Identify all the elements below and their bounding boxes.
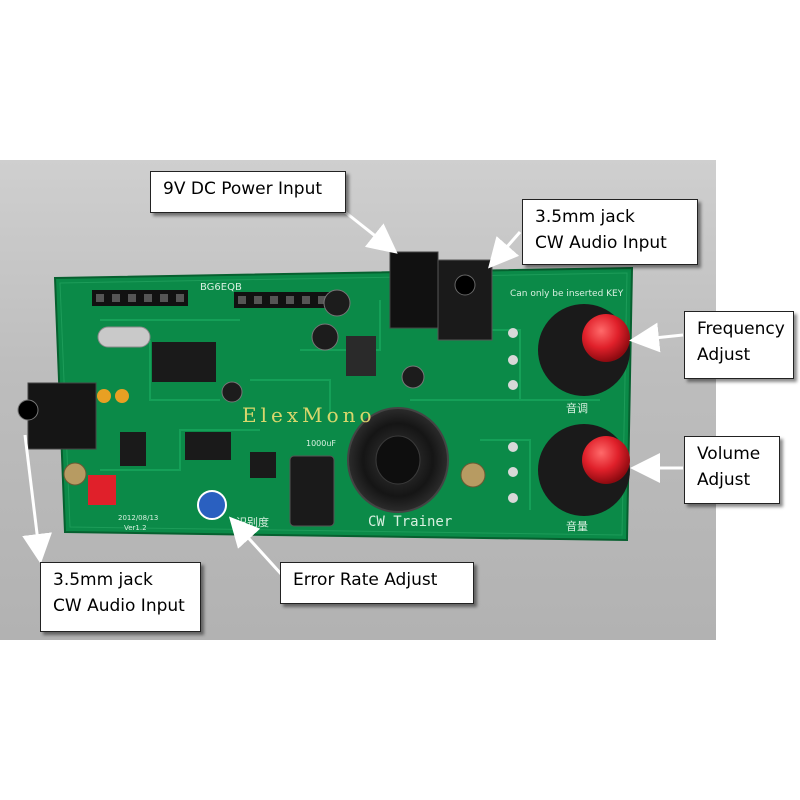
chip-small-1 <box>120 432 146 466</box>
chip-main <box>152 342 216 382</box>
callout-power-input: 9V DC Power Input <box>150 171 346 213</box>
callout-audio-input-left: 3.5mm jack CW Audio Input <box>40 562 201 632</box>
callout-jack-left-line2: CW Audio Input <box>53 596 185 616</box>
top-audio-jack <box>437 259 493 341</box>
ceramic-capacitor-2 <box>115 389 129 403</box>
error-rate-trimmer <box>197 490 227 520</box>
dc-power-jack <box>389 251 439 329</box>
pin-header-right <box>234 292 332 308</box>
knob-label-bottom: 音量 <box>566 519 588 533</box>
frequency-knob-cap <box>582 314 630 362</box>
callout-audio-input-top: 3.5mm jack CW Audio Input <box>522 199 698 265</box>
callout-frequency-line2: Adjust <box>697 345 751 365</box>
callout-error-rate-line1: Error Rate Adjust <box>293 570 438 590</box>
callout-frequency-adjust: Frequency Adjust <box>684 311 794 379</box>
callout-error-rate-adjust: Error Rate Adjust <box>280 562 474 604</box>
callout-volume-line1: Volume <box>697 444 761 464</box>
electrolytic-capacitor-2 <box>311 323 339 351</box>
voltage-regulator <box>346 336 376 376</box>
electrolytic-capacitor-4 <box>221 381 243 403</box>
pot-label: 识别度 <box>236 515 269 529</box>
red-pushbutton <box>88 475 116 505</box>
callout-jack-top-line2: CW Audio Input <box>535 233 667 253</box>
chip-small-2 <box>185 432 231 460</box>
callout-jack-left-line1: 3.5mm jack <box>53 570 153 590</box>
elexmono-logo: ElexMono <box>242 403 376 427</box>
pcb-traces <box>100 300 600 510</box>
board-date: 2012/08/13 <box>118 514 158 522</box>
board-model-label: BG6EQB <box>200 282 242 293</box>
callout-frequency-line1: Frequency <box>697 319 785 339</box>
mount-screw-right <box>460 462 486 488</box>
crystal-oscillator <box>97 326 151 348</box>
electrolytic-capacitor-3 <box>401 365 425 389</box>
product-name-label: CW Trainer <box>368 514 452 530</box>
knob-label-top: 音调 <box>566 401 588 415</box>
key-warning-label: Can only be inserted KEY <box>510 289 624 299</box>
electrolytic-capacitor-1 <box>323 289 351 317</box>
board-version: Ver1.2 <box>124 524 147 532</box>
mount-screw-left <box>63 462 87 486</box>
pin-header-left <box>92 290 188 306</box>
callout-volume-adjust: Volume Adjust <box>684 436 780 504</box>
volume-knob-cap <box>582 436 630 484</box>
ceramic-capacitor-1 <box>97 389 111 403</box>
capacitor-label: 1000uF <box>306 439 336 448</box>
large-capacitor <box>289 455 335 527</box>
chip-small-3 <box>250 452 276 478</box>
left-audio-jack <box>27 382 97 450</box>
callout-volume-line2: Adjust <box>697 470 751 490</box>
callout-arrows <box>22 210 684 577</box>
callout-jack-top-line1: 3.5mm jack <box>535 207 635 227</box>
callout-power-line1: 9V DC Power Input <box>163 179 323 199</box>
